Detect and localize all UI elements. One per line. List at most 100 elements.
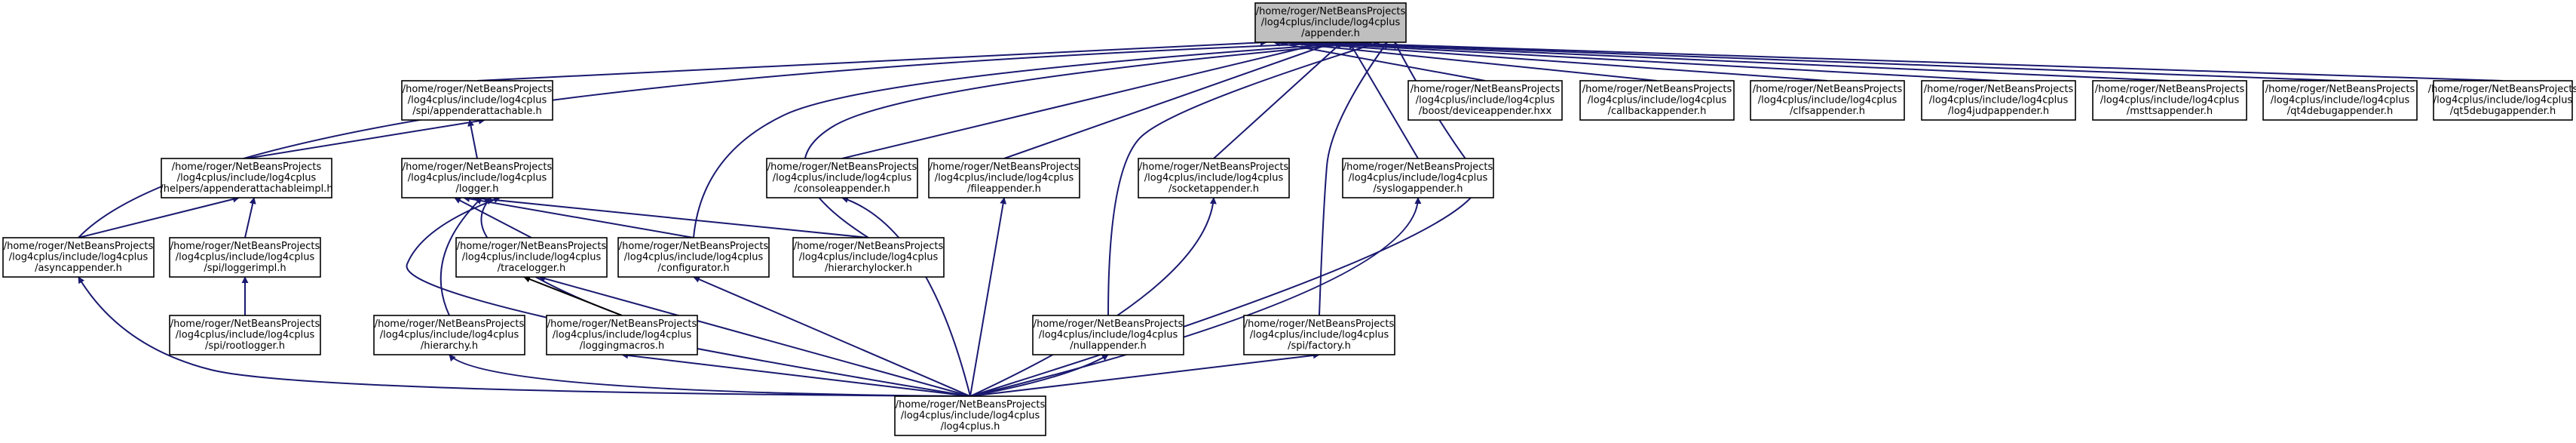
node-label-line: /home/roger/NetBeansProjects — [1139, 162, 1289, 173]
node-label-line: /home/roger/NetBeansProjects — [896, 399, 1046, 411]
edge-log4cplus-to-logger — [406, 196, 971, 397]
node-appenderattachableimpl[interactable]: /home/roger/NetBeansProjects/log4cplus/i… — [160, 158, 333, 198]
edge-asyncappender-to-appender — [78, 38, 1358, 238]
node-label-line: /boost/deviceappender.hxx — [1419, 106, 1552, 117]
node-box — [1032, 315, 1184, 355]
node-label-line: /hierarchy.h — [421, 340, 478, 352]
node-clfsappender[interactable]: /home/roger/NetBeansProjects/log4cplus/i… — [1750, 80, 1905, 121]
node-label-line: /helpers/appenderattachableimpl.h — [160, 183, 332, 195]
node-label-line: /loggingmacros.h — [580, 340, 665, 352]
edge-loggerimpl-to-appenderattachableimpl — [244, 197, 256, 238]
node-label-line: /home/roger/NetBeansProjects — [1411, 84, 1561, 95]
node-label-line: /home/roger/NetBeansProjects — [930, 162, 1080, 173]
node-label-line: /home/roger/NetBeansProjects — [619, 241, 769, 252]
edge-log4cplus-to-tracelogger — [538, 275, 971, 397]
node-label-line: /log4cplus/include/log4cplus — [2100, 95, 2240, 106]
node-tracelogger[interactable]: /home/roger/NetBeansProjects/log4cplus/i… — [455, 237, 608, 278]
node-label-line: /home/roger/NetBeansProjects — [375, 318, 525, 330]
node-label-line: /logger.h — [456, 183, 499, 195]
node-label-line: /qt4debugappender.h — [2287, 106, 2393, 117]
node-label-line: /log4cplus/include/log4cplus — [1929, 95, 2069, 106]
node-label-line: /consoleappender.h — [794, 183, 890, 195]
node-logger[interactable]: /home/roger/NetBeansProjects/log4cplus/i… — [401, 158, 553, 198]
node-label-line: /log4cplus/include/log4cplus — [935, 173, 1074, 184]
node-callbackappender[interactable]: /home/roger/NetBeansProjects/log4cplus/i… — [1579, 80, 1735, 121]
node-appender[interactable]: /home/roger/NetBeansProjects/log4cplus/i… — [1254, 2, 1407, 43]
node-log4cplus[interactable]: /home/roger/NetBeansProjects/log4cplus/i… — [894, 395, 1046, 436]
node-box — [2262, 80, 2418, 121]
node-label-line: /log4cplus/include/log4cplus — [408, 95, 547, 106]
node-label-line: /home/roger/NetBeansProjects — [1256, 6, 1406, 17]
node-qt4debugappender[interactable]: /home/roger/NetBeansProjects/log4cplus/i… — [2262, 80, 2418, 121]
node-syslogappender[interactable]: /home/roger/NetBeansProjects/log4cplus/i… — [1342, 158, 1494, 198]
node-socketappender[interactable]: /home/roger/NetBeansProjects/log4cplus/i… — [1138, 158, 1290, 198]
node-box — [1138, 158, 1290, 198]
edge-configurator-to-logger — [463, 195, 694, 238]
node-loggingmacros[interactable]: /home/roger/NetBeansProjects/log4cplus/i… — [546, 315, 698, 355]
node-consoleappender[interactable]: /home/roger/NetBeansProjects/log4cplus/i… — [766, 158, 918, 198]
node-msttsappender[interactable]: /home/roger/NetBeansProjects/log4cplus/i… — [2092, 80, 2247, 121]
node-label-line: /home/roger/NetBeansProjects — [1753, 84, 1903, 95]
node-label-line: /log4cplus/include/log4cplus — [2434, 95, 2573, 106]
node-label-line: /fileappender.h — [967, 183, 1041, 195]
node-box — [928, 158, 1080, 198]
node-box — [894, 395, 1046, 436]
edge-log4cplus-to-asyncappender — [78, 276, 971, 397]
node-label-line: /home/roger/NetBeansProjects — [1245, 318, 1395, 330]
node-label-line: /home/roger/NetBeansProjects — [170, 241, 320, 252]
edge-logger-to-appenderattachable — [467, 119, 478, 159]
node-layer: /home/roger/NetBeansProjects/log4cplus/i… — [2, 2, 2576, 436]
node-box — [1579, 80, 1735, 121]
node-label-line: /log4cplus/include/log4cplus — [462, 252, 602, 263]
edge-log4cplus-to-fileappender — [969, 197, 1007, 397]
node-label-line: /socketappender.h — [1169, 183, 1259, 195]
node-label-line: /log4cplus/include/log4cplus — [408, 173, 547, 184]
node-loggerimpl[interactable]: /home/roger/NetBeansProjects/log4cplus/i… — [169, 237, 321, 278]
node-label-line: /log4cplus/include/log4cplus — [176, 330, 315, 341]
node-label-line: /log4cplus/include/log4cplus — [1588, 95, 1727, 106]
edge-qt4debugappender-to-appender — [1311, 38, 2341, 82]
node-fileappender[interactable]: /home/roger/NetBeansProjects/log4cplus/i… — [928, 158, 1080, 198]
node-label-line: /log4cplus/include/log4cplus — [380, 330, 519, 341]
edge-consoleappender-to-appender — [841, 40, 1328, 159]
node-factory[interactable]: /home/roger/NetBeansProjects/log4cplus/i… — [1243, 315, 1395, 355]
node-label-line: /home/roger/NetBeansProjects — [2428, 84, 2576, 95]
edge-log4cplus-to-configurator — [693, 276, 971, 397]
node-label-line: /log4cplus/include/log4cplus — [901, 411, 1040, 422]
node-label-line: /home/roger/NetBeansProjects — [1034, 318, 1184, 330]
node-label-line: /log4cplus/include/log4cplus — [1416, 95, 1555, 106]
node-label-line: /home/roger/NetBeansProjects — [403, 162, 553, 173]
node-label-line: /callbackappender.h — [1608, 106, 1707, 117]
node-label-line: /syslogappender.h — [1374, 183, 1463, 195]
edge-tracelogger-to-logger — [454, 197, 532, 238]
node-box — [1342, 158, 1494, 198]
node-box — [766, 158, 918, 198]
node-asyncappender[interactable]: /home/roger/NetBeansProjects/log4cplus/i… — [2, 237, 155, 278]
node-label-line: /spi/appenderattachable.h — [412, 106, 541, 117]
node-hierarchylocker[interactable]: /home/roger/NetBeansProjects/log4cplus/i… — [792, 237, 945, 278]
node-rootlogger[interactable]: /home/roger/NetBeansProjects/log4cplus/i… — [169, 315, 321, 355]
node-log4judpappender[interactable]: /home/roger/NetBeansProjects/log4cplus/i… — [1921, 80, 2076, 121]
node-label-line: /log4cplus/include/log4cplus — [1758, 95, 1898, 106]
node-label-line: /nullappender.h — [1070, 340, 1147, 352]
node-configurator[interactable]: /home/roger/NetBeansProjects/log4cplus/i… — [617, 237, 770, 278]
node-nullappender[interactable]: /home/roger/NetBeansProjects/log4cplus/i… — [1032, 315, 1184, 355]
node-label-line: /home/roger/NetBeansProjects — [2265, 84, 2415, 95]
node-label-line: /spi/factory.h — [1288, 340, 1351, 352]
edge-loggingmacros-to-tracelogger — [523, 275, 623, 316]
edge-qt5debugappender-to-appender — [1319, 38, 2504, 82]
node-qt5debugappender[interactable]: /home/roger/NetBeansProjects/log4cplus/i… — [2428, 80, 2576, 121]
node-label-line: /home/roger/NetBeansProjects — [1924, 84, 2074, 95]
edge-log4cplus-to-hierarchy — [449, 354, 971, 397]
node-label-line: /home/roger/NetBeansProjects — [2095, 84, 2245, 95]
edge-callbackappender-to-appender — [1281, 39, 1658, 82]
node-label-line: /home/roger/NetBeansProjects — [794, 241, 944, 252]
node-label-line: /configurator.h — [657, 263, 729, 274]
node-appenderattachable[interactable]: /home/roger/NetBeansProjects/log4cplus/i… — [401, 80, 553, 121]
node-box — [401, 158, 553, 198]
node-deviceappender[interactable]: /home/roger/NetBeansProjects/log4cplus/i… — [1407, 80, 1563, 121]
node-box — [401, 80, 553, 121]
node-hierarchy[interactable]: /home/roger/NetBeansProjects/log4cplus/i… — [373, 315, 525, 355]
edge-log4cplus-to-socketappender — [969, 197, 1217, 397]
